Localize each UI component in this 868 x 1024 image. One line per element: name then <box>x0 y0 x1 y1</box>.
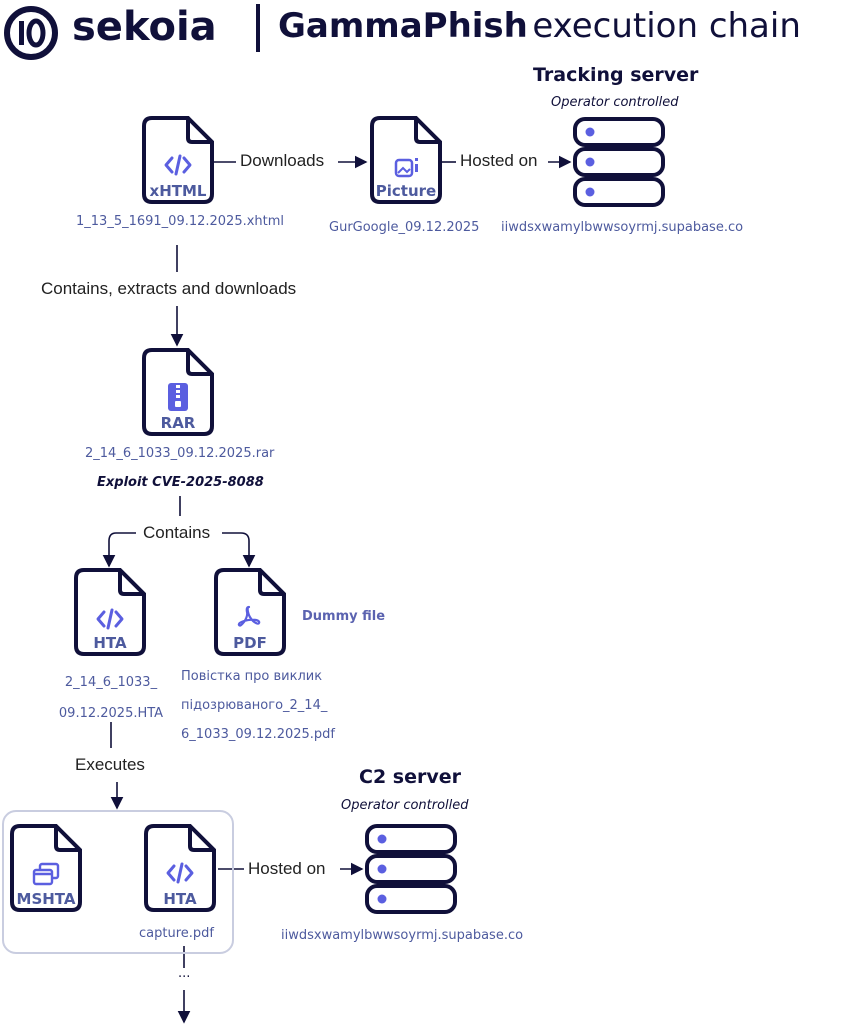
file-icon <box>214 568 286 656</box>
pdf-filename: Повістка про виклик підозрюваного_2_14_ … <box>181 664 381 747</box>
server-icon <box>573 117 665 207</box>
edge-label-executes: Executes <box>71 755 149 775</box>
pdf-filename-line1: Повістка про виклик <box>181 669 323 684</box>
c2-server-domain: iiwdsxwamylbwwsoyrmj.supabase.co <box>281 928 524 943</box>
file-type-label: HTA <box>93 634 127 652</box>
hta1-filename-line2: 09.12.2025.HTA <box>58 706 164 721</box>
edge-label-hosted-on-2: Hosted on <box>244 859 330 879</box>
c2-server-title: C2 server <box>359 766 461 788</box>
pdf-filename-line3: 6_1033_09.12.2025.pdf <box>181 727 336 742</box>
sekoia-logo-icon <box>4 6 58 60</box>
logo-text: sekoia <box>72 4 217 50</box>
header: sekoia GammaPhish execution chain <box>0 0 868 60</box>
image-icon <box>394 158 418 178</box>
node-hta-1: HTA <box>72 566 148 658</box>
server-icon <box>365 824 457 914</box>
edge-contains-left <box>102 532 136 568</box>
tracking-server-title: Tracking server <box>533 64 699 86</box>
pdf-dummy-note: Dummy file <box>302 609 386 624</box>
edge-contains-right <box>222 532 256 568</box>
tracking-server-subtitle: Operator controlled <box>551 95 679 110</box>
node-rar: RAR <box>140 346 216 438</box>
node-picture: Picture <box>368 114 444 206</box>
xhtml-filename: 1_13_5_1691_09.12.2025.xhtml <box>76 214 285 229</box>
edge-label-hosted-on-1: Hosted on <box>456 151 542 171</box>
code-icon <box>166 862 194 884</box>
node-mshta: MSHTA <box>8 822 84 914</box>
title-rest: execution chain <box>532 6 801 46</box>
file-type-label: MSHTA <box>16 890 76 908</box>
hta1-filename-line1: 2_14_6_1033_ <box>64 675 158 690</box>
tracking-server-domain: iiwdsxwamylbwwsoyrmj.supabase.co <box>501 220 744 235</box>
file-type-label: HTA <box>163 890 197 908</box>
hta2-filename: capture.pdf <box>139 926 214 941</box>
file-icon <box>10 824 82 912</box>
code-icon <box>96 608 124 630</box>
zip-icon <box>168 383 188 411</box>
title-bold: GammaPhish <box>278 6 528 46</box>
node-hta-2: HTA <box>142 822 218 914</box>
hta1-filename: 2_14_6_1033_ 09.12.2025.HTA <box>56 670 166 726</box>
node-pdf: PDF <box>212 566 288 658</box>
acrobat-icon <box>237 605 261 627</box>
node-xhtml: xHTML <box>140 114 216 206</box>
file-type-label: Picture <box>375 182 437 200</box>
file-type-label: RAR <box>160 414 196 432</box>
continuation-ellipsis: ... <box>178 966 191 981</box>
edge-label-contains-extracts: Contains, extracts and downloads <box>37 279 301 299</box>
rar-filename: 2_14_6_1033_09.12.2025.rar <box>85 446 275 461</box>
execution-group <box>2 810 234 954</box>
pdf-filename-line2: підозрюваного_2_14_ <box>181 698 328 713</box>
edge-label-contains: Contains <box>139 523 215 543</box>
file-icon <box>74 568 146 656</box>
file-type-label: PDF <box>233 634 267 652</box>
edge-label-downloads: Downloads <box>236 151 329 171</box>
file-type-label: xHTML <box>149 182 207 200</box>
rar-exploit-note: Exploit CVE-2025-8088 <box>97 475 264 490</box>
code-icon <box>164 154 192 176</box>
windows-icon <box>32 862 60 886</box>
picture-filename: GurGoogle_09.12.2025 <box>329 220 480 235</box>
page-title: GammaPhish execution chain <box>278 6 801 46</box>
c2-server-subtitle: Operator controlled <box>341 798 469 813</box>
header-divider <box>256 4 260 52</box>
